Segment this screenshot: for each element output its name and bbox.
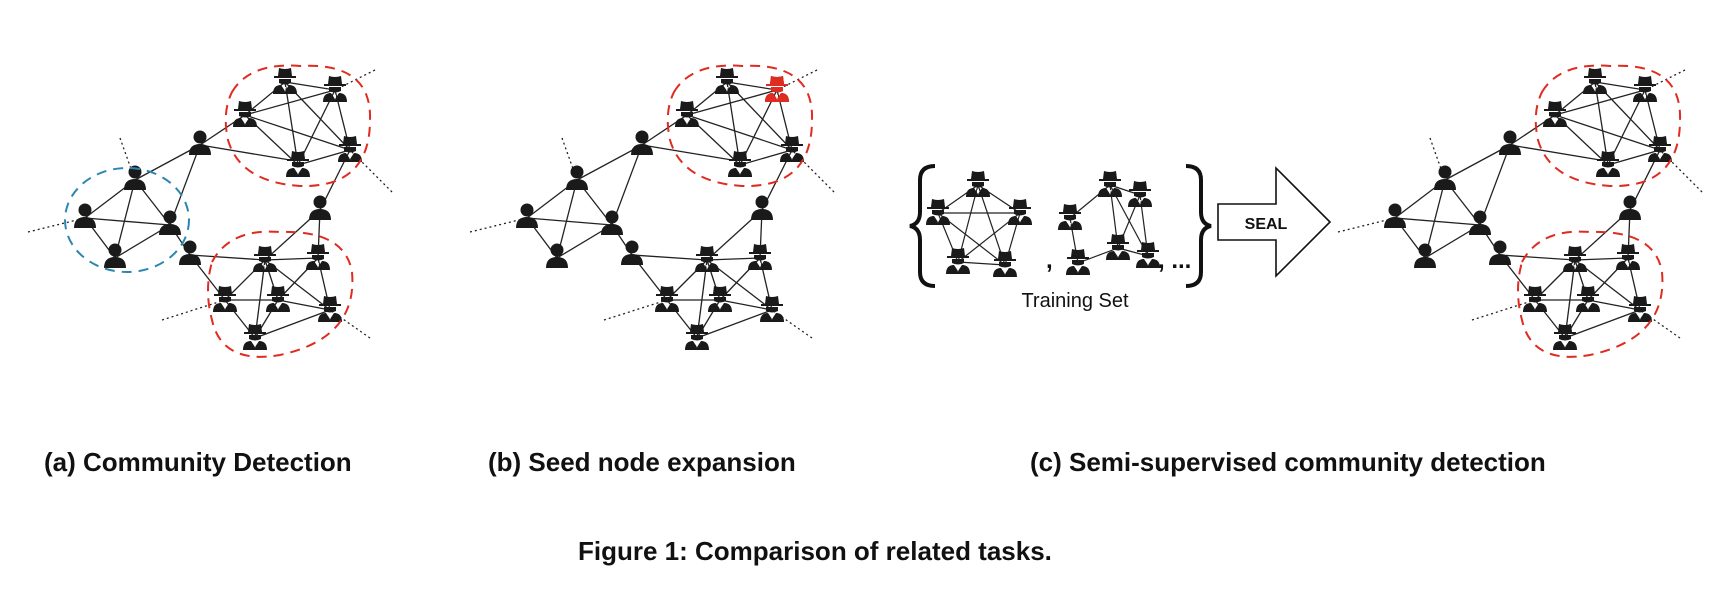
panel-b-caption: (b) Seed node expansion bbox=[488, 447, 796, 477]
panel-c-caption: (c) Semi-supervised community detection bbox=[1030, 447, 1546, 477]
seal-label: SEAL bbox=[1245, 216, 1288, 233]
figure-caption: Figure 1: Comparison of related tasks. bbox=[578, 536, 1052, 566]
detected-community-outline bbox=[64, 167, 190, 273]
training-ellipsis: , ... bbox=[1158, 247, 1191, 274]
predicted-community-top bbox=[1534, 64, 1682, 188]
training-graph-1 bbox=[926, 171, 1032, 277]
community-outline-bottom bbox=[207, 230, 354, 358]
panel-c-network bbox=[1337, 64, 1703, 358]
community-outline-top bbox=[224, 64, 372, 188]
panel-a-network bbox=[27, 64, 393, 358]
training-graph-2 bbox=[1058, 171, 1160, 275]
seal-arrow: SEAL bbox=[1217, 166, 1332, 278]
panel-b-network bbox=[469, 64, 835, 350]
training-set-label: Training Set bbox=[1021, 290, 1129, 312]
panel-a-caption: (a) Community Detection bbox=[44, 447, 352, 477]
seed-outline bbox=[666, 64, 814, 188]
predicted-community-bottom bbox=[1517, 230, 1664, 358]
left-brace bbox=[909, 164, 936, 288]
training-separator: , bbox=[1046, 247, 1053, 274]
right-brace bbox=[1185, 164, 1212, 288]
training-set-group: , , ... Training Set bbox=[909, 164, 1212, 312]
